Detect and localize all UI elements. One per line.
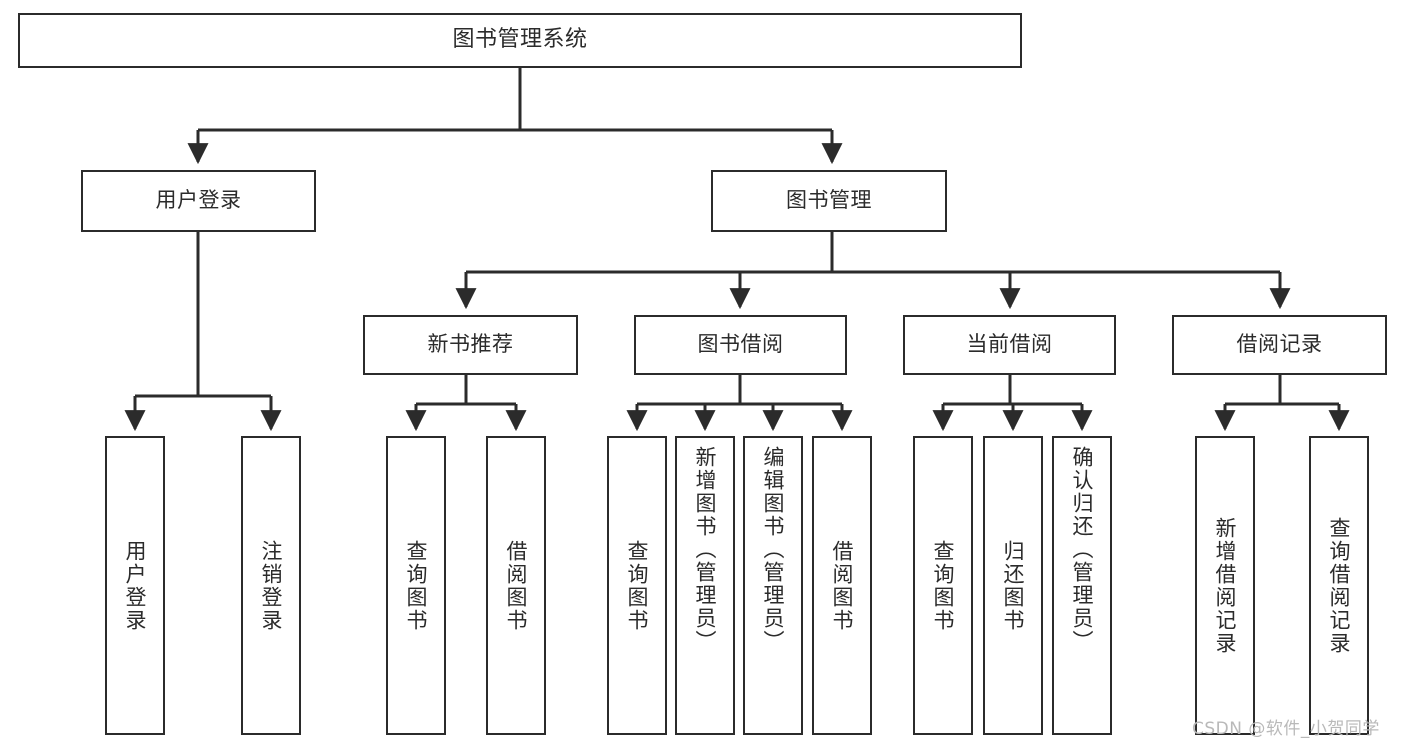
node-current-borrow[interactable]: 当前借阅 — [903, 315, 1116, 375]
csdn-watermark: CSDN @软件_小贺同学 — [1192, 719, 1380, 739]
node-label: 借阅图书 — [830, 539, 855, 632]
leaf-return-book[interactable]: 归还图书 — [983, 436, 1043, 735]
node-label: 图书借阅 — [697, 332, 784, 357]
node-borrow-record[interactable]: 借阅记录 — [1172, 315, 1387, 375]
node-book-management[interactable]: 图书管理 — [711, 170, 947, 232]
leaf-confirm-return-admin[interactable]: 确认归还（管理员） — [1052, 436, 1112, 735]
node-label: 用户登录 — [123, 539, 148, 632]
leaf-query-book-borrow[interactable]: 查询图书 — [607, 436, 667, 735]
node-book-borrow[interactable]: 图书借阅 — [634, 315, 847, 375]
leaf-edit-book-admin[interactable]: 编辑图书（管理员） — [743, 436, 803, 735]
node-label: 新书推荐 — [427, 332, 514, 357]
node-label: 注销登录 — [259, 539, 284, 632]
leaf-add-book-admin[interactable]: 新增图书（管理员） — [675, 436, 735, 735]
node-label: 编辑图书（管理员） — [761, 446, 786, 653]
node-label: 归还图书 — [1001, 539, 1026, 632]
leaf-borrow-book-borrow[interactable]: 借阅图书 — [812, 436, 872, 735]
node-label: 查询图书 — [625, 539, 650, 632]
node-label: 新增图书（管理员） — [693, 446, 718, 653]
node-user-login[interactable]: 用户登录 — [81, 170, 316, 232]
leaf-add-borrow-record[interactable]: 新增借阅记录 — [1195, 436, 1255, 735]
leaf-logout-login[interactable]: 注销登录 — [241, 436, 301, 735]
leaf-user-login[interactable]: 用户登录 — [105, 436, 165, 735]
leaf-query-borrow-record[interactable]: 查询借阅记录 — [1309, 436, 1369, 735]
node-label: 查询图书 — [404, 539, 429, 632]
node-label: 图书管理 — [786, 188, 872, 213]
node-label: 确认归还（管理员） — [1070, 446, 1095, 653]
node-root-book-management-system[interactable]: 图书管理系统 — [18, 13, 1022, 68]
leaf-borrow-book-recommend[interactable]: 借阅图书 — [486, 436, 546, 735]
leaf-query-book-current[interactable]: 查询图书 — [913, 436, 973, 735]
node-label: 借阅图书 — [504, 539, 529, 632]
leaf-query-book-recommend[interactable]: 查询图书 — [386, 436, 446, 735]
node-label: 借阅记录 — [1236, 332, 1323, 357]
node-label: 当前借阅 — [966, 332, 1053, 357]
node-label: 查询借阅记录 — [1327, 516, 1352, 655]
node-label: 新增借阅记录 — [1213, 516, 1238, 655]
node-label: 用户登录 — [155, 188, 242, 213]
node-label: 图书管理系统 — [452, 27, 588, 53]
node-label: 查询图书 — [931, 539, 956, 632]
node-new-book-recommend[interactable]: 新书推荐 — [363, 315, 578, 375]
